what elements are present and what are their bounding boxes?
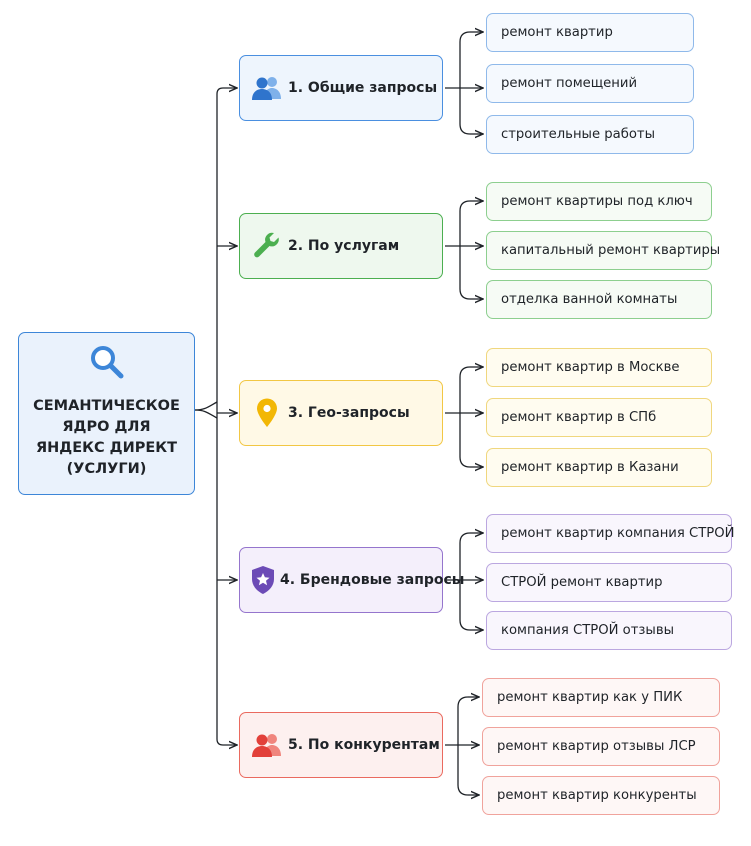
connector-line: [216, 738, 237, 745]
leaf-item: ремонт квартир отзывы ЛСР: [482, 727, 720, 766]
connector-line: [459, 31, 471, 135]
leaf-item: СТРОЙ ремонт квартир: [486, 563, 732, 602]
map-pin-icon: [250, 398, 284, 428]
leaf-item: ремонт квартир в Москве: [486, 348, 712, 387]
root-title: СЕМАНТИЧЕСКОЕ ЯДРО ДЛЯ ЯНДЕКС ДИРЕКТ (УС…: [33, 397, 180, 477]
leaf-item: ремонт квартиры под ключ: [486, 182, 712, 221]
leaf-item: ремонт квартир компания СТРОЙ: [486, 514, 734, 553]
category-general: 1. Общие запросы: [239, 55, 443, 121]
category-label: 4. Брендовые запросы: [280, 572, 465, 588]
connector-line: [457, 696, 469, 796]
connector-line: [459, 532, 471, 631]
connector-line: [459, 200, 471, 300]
leaf-item: строительные работы: [486, 115, 694, 154]
shield-star-icon: [250, 565, 276, 595]
connector-line: [194, 409, 218, 419]
category-label: 5. По конкурентам: [288, 737, 440, 753]
category-label: 2. По услугам: [288, 238, 400, 254]
category-geo: 3. Гео-запросы: [239, 380, 443, 446]
competitors-icon: [250, 730, 284, 760]
wrench-icon: [250, 231, 284, 261]
category-competitors: 5. По конкурентам: [239, 712, 443, 778]
leaf-item: ремонт квартир в Казани: [486, 448, 712, 487]
root-node: СЕМАНТИЧЕСКОЕ ЯДРО ДЛЯ ЯНДЕКС ДИРЕКТ (УС…: [18, 332, 195, 495]
leaf-item: ремонт квартир: [486, 13, 694, 52]
leaf-item: отделка ванной комнаты: [486, 280, 712, 319]
users-icon: [250, 73, 284, 103]
search-icon: [89, 344, 125, 384]
category-brand: 4. Брендовые запросы: [239, 547, 464, 613]
category-services: 2. По услугам: [239, 213, 443, 279]
connector-line: [194, 401, 218, 411]
category-label: 3. Гео-запросы: [288, 405, 410, 421]
category-label: 1. Общие запросы: [288, 80, 438, 96]
leaf-item: компания СТРОЙ отзывы: [486, 611, 732, 650]
leaf-item: ремонт квартир конкуренты: [482, 776, 720, 815]
leaf-item: капитальный ремонт квартиры: [486, 231, 720, 270]
leaf-item: ремонт квартир в СПб: [486, 398, 712, 437]
connector-line: [459, 366, 471, 468]
leaf-item: ремонт квартир как у ПИК: [482, 678, 720, 717]
leaf-item: ремонт помещений: [486, 64, 694, 103]
connector-line: [216, 88, 237, 95]
